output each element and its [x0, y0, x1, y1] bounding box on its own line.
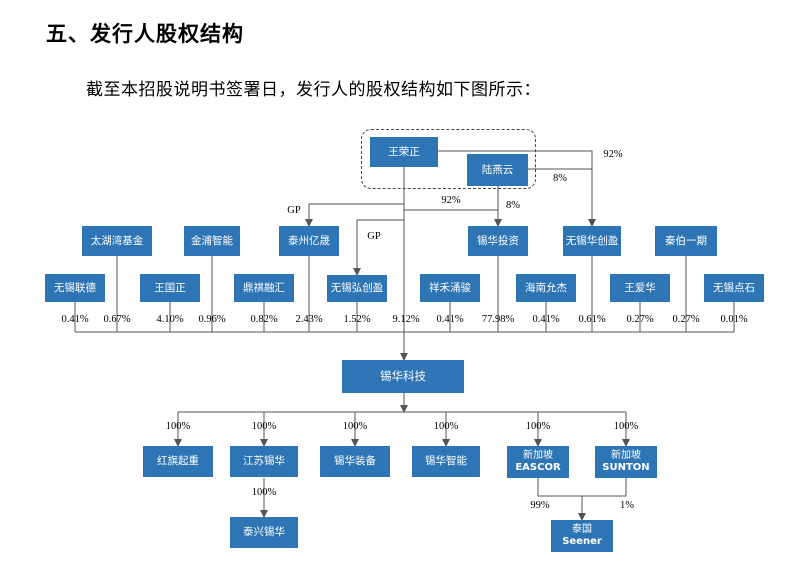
label-eascor-to-seener: 99%	[530, 500, 550, 511]
label-chen-to-touzi: 8%	[506, 200, 520, 211]
subsidiary-percent: 100%	[613, 421, 639, 432]
entity-seener: 泰国 Seener	[551, 520, 613, 552]
sunton-en-label: SUNTON	[602, 462, 650, 473]
entity-jinpu-zhineng: 金浦智能	[184, 226, 240, 256]
shareholding-percent: 9.12%	[392, 314, 420, 325]
line-gp-hongchuangying	[353, 219, 404, 276]
entity-wuxi-chuangying: 无锡华创盈	[563, 226, 621, 256]
shareholding-percent: 0.41%	[61, 314, 89, 325]
shareholding-percent: 0.01%	[720, 314, 748, 325]
entity-wang-rongzheng: 王荣正	[370, 137, 438, 167]
entity-xihua-zhuangbei: 锡华装备	[320, 446, 390, 477]
shareholding-percent: 0.61%	[578, 314, 606, 325]
seener-en-label: Seener	[562, 536, 602, 547]
entity-wang-aihua: 王爱华	[610, 274, 670, 302]
shareholding-percent: 0.41%	[436, 314, 464, 325]
entity-xihua-touzi: 锡华投资	[468, 226, 528, 256]
subsidiary-percent: 100%	[433, 421, 459, 432]
line-gp-taizhou	[305, 203, 404, 227]
label-wang-to-touzi: 92%	[441, 195, 461, 206]
label-gp-hongchuangying: GP	[367, 231, 381, 242]
entity-xihua-keji: 锡华科技	[342, 360, 464, 393]
entity-dingqi-ronghui: 鼎祺融汇	[234, 274, 294, 302]
entity-sunton: 新加坡 SUNTON	[595, 446, 657, 478]
entity-wuxi-dianshi: 无锡点石	[704, 274, 764, 302]
subsidiary-percent: 100%	[525, 421, 551, 432]
shareholding-percent: 2.43%	[295, 314, 323, 325]
subsidiary-percent: 100%	[342, 421, 368, 432]
entity-eascor: 新加坡 EASCOR	[507, 446, 569, 478]
eascor-cn-label: 新加坡	[523, 450, 553, 461]
shareholding-percent: 0.82%	[250, 314, 278, 325]
eascor-en-label: EASCOR	[515, 462, 561, 473]
shareholding-percent: 0.67%	[103, 314, 131, 325]
shareholding-percent: 0.41%	[532, 314, 560, 325]
section-heading: 五、发行人股权结构	[46, 22, 244, 46]
label-chen-to-chuangying: 8%	[553, 173, 567, 184]
line-wang-to-chuangying	[438, 150, 596, 227]
entity-hainan-yunjie: 海南允杰	[516, 274, 576, 302]
subsidiary-percent: 100%	[165, 421, 191, 432]
entity-xihua-zhineng: 锡华智能	[412, 446, 480, 477]
label-gp-taizhou: GP	[287, 205, 301, 216]
entity-chen-yanyun: 陆燕云	[467, 154, 528, 186]
entity-wuxi-liande: 无锡联德	[45, 274, 105, 302]
shareholding-percent: 4.10%	[156, 314, 184, 325]
sunton-cn-label: 新加坡	[611, 450, 641, 461]
shareholding-percent: 1.52%	[343, 314, 371, 325]
entity-qinbo-yiqi: 秦伯一期	[655, 226, 717, 256]
entity-taihu-fund: 太湖湾基金	[82, 226, 152, 256]
entity-wang-guozheng: 王国正	[140, 274, 200, 302]
entity-xiangmo-yongjun: 祥禾涌骏	[420, 274, 480, 302]
shareholding-percent: 0.27%	[626, 314, 654, 325]
shareholding-percent: 0.27%	[672, 314, 700, 325]
shareholding-percent: 77.98%	[481, 314, 515, 325]
label-sunton-to-seener: 1%	[620, 500, 634, 511]
entity-wuxi-hongchuangying: 无锡弘创盈	[327, 275, 387, 302]
label-jiangsu-to-taixing: 100%	[251, 487, 277, 498]
entity-jiangsu-xihua: 江苏锡华	[230, 446, 298, 477]
entity-hongqi-qizhong: 红旗起重	[143, 446, 213, 477]
entity-taixing-xihua: 泰兴锡华	[230, 517, 298, 548]
line-wang-to-touzi	[404, 209, 502, 227]
entity-taizhou-yicheng: 泰州亿晟	[279, 226, 339, 256]
label-wang-to-chuangying: 92%	[603, 149, 623, 160]
shareholding-percent: 0.96%	[198, 314, 226, 325]
intro-text: 截至本招股说明书签署日，发行人的股权结构如下图所示：	[86, 80, 541, 100]
subsidiary-percent: 100%	[251, 421, 277, 432]
seener-cn-label: 泰国	[572, 524, 592, 535]
controller-group-outline	[361, 129, 536, 189]
